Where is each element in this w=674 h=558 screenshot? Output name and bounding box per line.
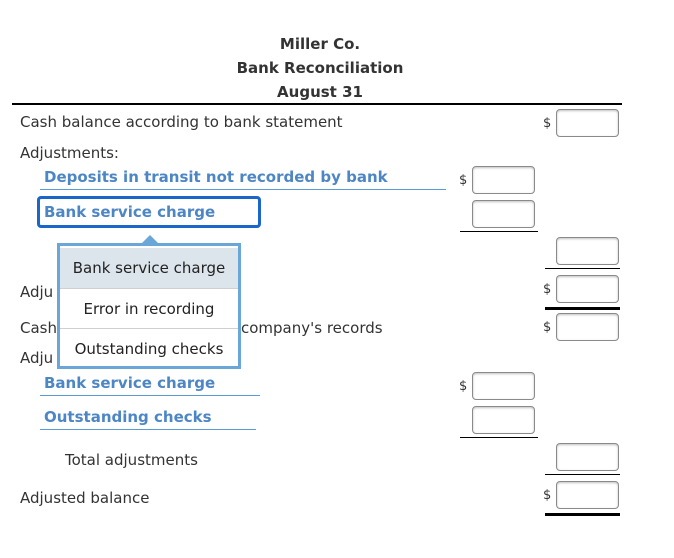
- adjustments-label: Adjustments:: [20, 144, 119, 162]
- bank-balance-label: Cash balance according to bank statement: [20, 113, 343, 131]
- company-adjustment-select-2[interactable]: Outstanding checks: [40, 408, 256, 430]
- company-records-label-tail: company's records: [241, 319, 383, 337]
- currency-symbol: $: [459, 173, 468, 188]
- company-balance-input[interactable]: [556, 313, 619, 341]
- deposits-in-transit-select[interactable]: Deposits in transit not recorded by bank: [40, 168, 446, 190]
- company-adjustment-input-1[interactable]: [472, 372, 535, 400]
- currency-symbol: $: [543, 116, 552, 131]
- report-date: August 31: [277, 83, 363, 101]
- dropdown-option-bank-service-charge[interactable]: Bank service charge: [60, 248, 238, 288]
- adjustments-total-input[interactable]: [556, 237, 619, 265]
- company-records-label-partial: Cash: [20, 319, 57, 337]
- subtotal-rule: [545, 474, 620, 475]
- header-rule: [12, 103, 622, 105]
- company-adjustment-input-2[interactable]: [472, 406, 535, 434]
- adjusted-balance-label: Adjusted balance: [20, 489, 150, 507]
- currency-symbol: $: [543, 488, 552, 503]
- double-rule: [545, 307, 620, 310]
- bank-balance-input[interactable]: [556, 109, 619, 137]
- currency-symbol: $: [459, 379, 468, 394]
- double-rule: [545, 513, 620, 516]
- dropdown-option-error-in-recording[interactable]: Error in recording: [60, 288, 238, 328]
- adjusted-bank-balance-input[interactable]: [556, 275, 619, 303]
- subtotal-rule: [460, 231, 538, 232]
- adjusted-bank-balance-label-partial: Adju: [20, 283, 54, 301]
- dropdown-option-outstanding-checks[interactable]: Outstanding checks: [60, 328, 238, 368]
- total-adjustments-label: Total adjustments: [65, 451, 198, 469]
- bank-service-charge-input[interactable]: [472, 200, 535, 228]
- currency-symbol: $: [543, 282, 552, 297]
- adjustments-label-partial: Adju: [20, 349, 54, 367]
- adjustment-dropdown-menu: Bank service charge Error in recording O…: [57, 243, 241, 369]
- total-adjustments-input[interactable]: [556, 443, 619, 471]
- adjustment-select-value: Bank service charge: [44, 203, 216, 221]
- adjustment-select-focused[interactable]: Bank service charge: [37, 196, 261, 228]
- currency-symbol: $: [543, 320, 552, 335]
- company-adjustment-select-1[interactable]: Bank service charge: [40, 374, 260, 396]
- subtotal-rule: [460, 437, 538, 438]
- deposits-in-transit-input[interactable]: [472, 166, 535, 194]
- subtotal-rule: [545, 268, 620, 269]
- company-name: Miller Co.: [279, 35, 361, 53]
- popup-caret-icon: [140, 235, 160, 245]
- report-title: Bank Reconciliation: [236, 59, 404, 77]
- adjusted-balance-input[interactable]: [556, 481, 619, 509]
